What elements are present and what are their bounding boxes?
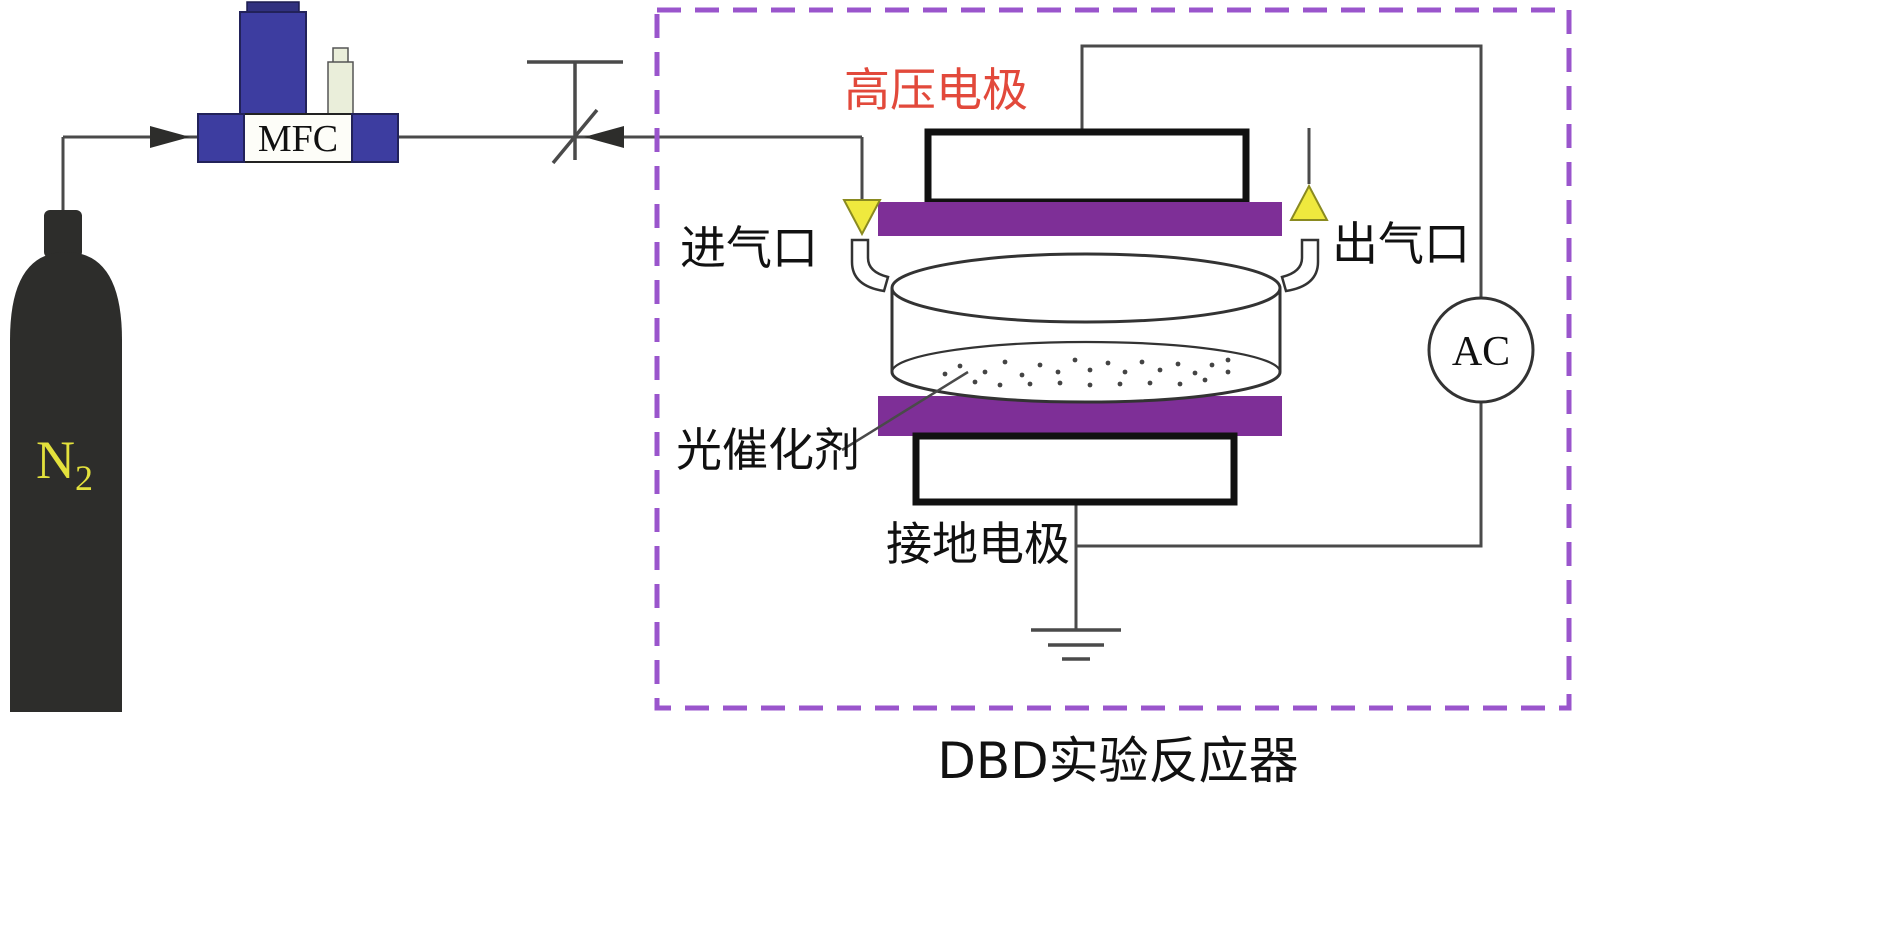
outlet-elbow-tube <box>1280 238 1320 293</box>
ground-electrode-label: 接地电极 <box>886 517 1070 571</box>
ground-return-wire <box>1076 402 1483 548</box>
high-voltage-electrode <box>924 128 1250 206</box>
reactor-dashed-boundary <box>654 7 1572 711</box>
valve-tick <box>551 108 599 165</box>
reactor-title: DBD实验反应器 <box>937 732 1298 790</box>
n2-gas-cylinder: N2 <box>10 210 122 712</box>
ac-circle <box>1427 296 1535 404</box>
ground-electrode <box>912 432 1238 506</box>
high-voltage-electrode-label: 高压电极 <box>844 63 1028 117</box>
mfc-sensor-body <box>327 61 354 117</box>
n2-label: N2 <box>36 430 93 498</box>
mfc-base-right-cap <box>351 113 399 163</box>
photocatalyst-pointer-line <box>841 370 969 452</box>
outlet-arrow-icon <box>1289 183 1329 221</box>
cylinder-body <box>10 252 122 712</box>
petri-dish <box>890 252 1282 404</box>
earth-ground-icon <box>1031 628 1121 661</box>
ac-power-source: AC <box>1427 296 1535 404</box>
gas-outlet-label: 出气口 <box>1332 217 1470 271</box>
valve-symbol <box>527 60 623 165</box>
mfc-label: MFC <box>258 118 338 160</box>
photocatalyst-label: 光催化剂 <box>676 423 860 477</box>
inlet-arrow-icon <box>842 199 882 237</box>
hv-wire <box>1080 44 1483 298</box>
inlet-elbow-tube <box>850 238 890 293</box>
dish-top-rim <box>890 252 1282 324</box>
mfc-tower <box>239 11 307 117</box>
circuit-wires <box>1074 44 1483 630</box>
dish-bottom-arc <box>890 371 1282 404</box>
flow-arrow-right-icon <box>150 126 190 148</box>
gas-inlet-label: 进气口 <box>680 221 818 275</box>
mfc-base-left-cap <box>197 113 245 163</box>
flow-arrow-left-icon <box>584 126 624 148</box>
catalyst-particles <box>942 357 1231 388</box>
gas-flow-lines <box>61 135 864 210</box>
mfc-unit: MFC <box>197 1 399 163</box>
cylinder-neck <box>44 210 82 258</box>
top-dielectric-plate <box>878 202 1282 236</box>
dish-inner-bottom-rim <box>890 340 1282 373</box>
ac-label: AC <box>1452 329 1510 375</box>
